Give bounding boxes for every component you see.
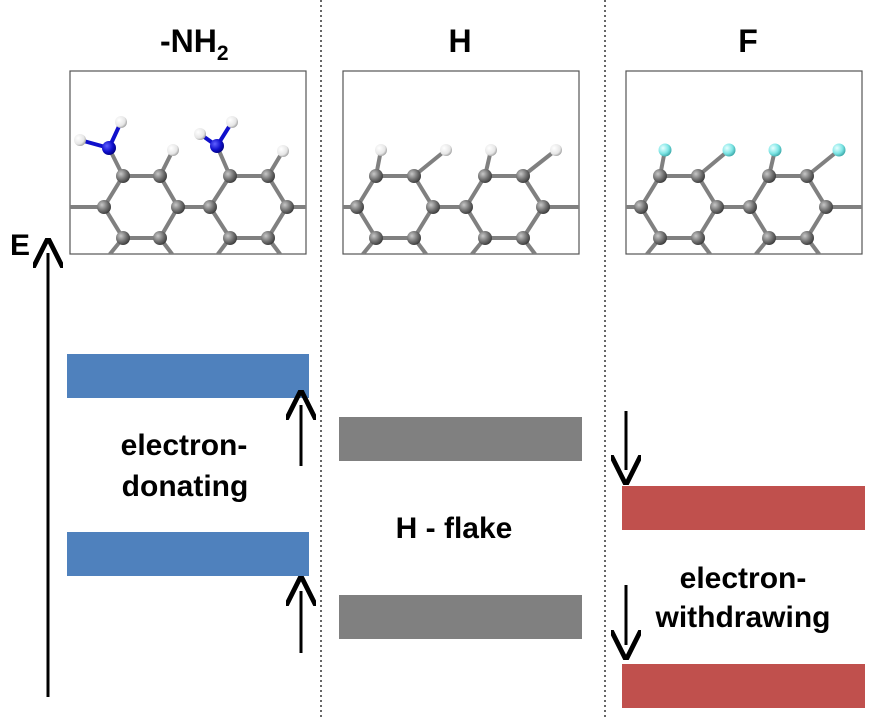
molecule-structure-f bbox=[626, 143, 862, 254]
label-withdrawing-line2: withdrawing bbox=[655, 601, 831, 634]
level-nh2-upper bbox=[67, 354, 309, 398]
label-donating-line2: donating bbox=[122, 470, 249, 503]
level-f-lower bbox=[622, 664, 865, 708]
molecule-box-nh2 bbox=[69, 70, 307, 255]
energy-axis-label: E bbox=[10, 229, 30, 262]
level-h-upper bbox=[339, 417, 582, 461]
level-nh2-lower bbox=[67, 532, 309, 576]
molecule-structure-nh2 bbox=[70, 116, 306, 254]
label-withdrawing-line1: electron- bbox=[680, 562, 807, 595]
column-title-h: H bbox=[448, 23, 471, 59]
column-title-nh2: -NH2 bbox=[160, 23, 229, 65]
molecule-structure-h bbox=[343, 144, 579, 254]
level-f-upper bbox=[622, 486, 865, 530]
label-flake: H - flake bbox=[396, 512, 513, 545]
label-donating-line1: electron- bbox=[121, 429, 248, 462]
column-title-f: F bbox=[738, 23, 758, 59]
column-title-nh2-main: -NH bbox=[160, 23, 217, 59]
level-h-lower bbox=[339, 595, 582, 639]
column-title-nh2-sub: 2 bbox=[217, 42, 229, 65]
